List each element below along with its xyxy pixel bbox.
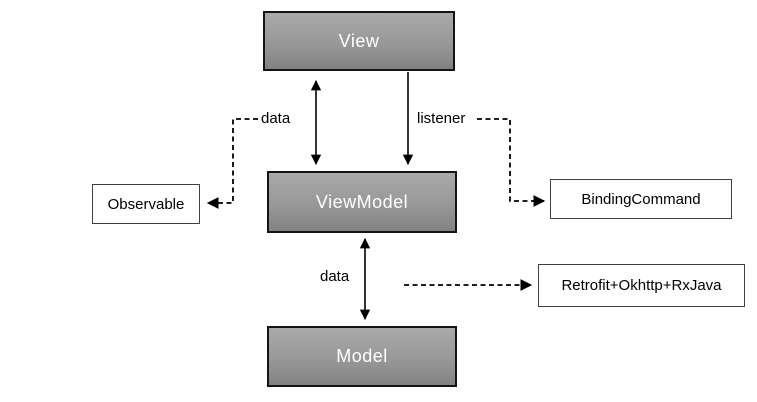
node-view: View: [263, 11, 455, 71]
node-bindingcommand: BindingCommand: [550, 179, 732, 219]
node-observable: Observable: [92, 184, 200, 224]
listener-to-bindingcommand-dashed-arrow: [477, 118, 546, 207]
node-retrofit-label: Retrofit+Okhttp+RxJava: [561, 277, 722, 294]
node-viewmodel-label: ViewModel: [315, 191, 409, 212]
data-to-observable-dashed-arrow: [206, 118, 258, 209]
edge-label-data-observable: data: [261, 110, 291, 127]
node-observable-label: Observable: [107, 195, 185, 213]
edge-label-data-model: data: [320, 268, 350, 285]
node-viewmodel: ViewModel: [267, 171, 457, 233]
node-view-label: View: [338, 30, 380, 51]
node-model: Model: [267, 326, 457, 387]
node-bindingcommand-label: BindingCommand: [581, 190, 701, 208]
edge-label-listener: listener: [417, 110, 466, 127]
node-model-label: Model: [336, 346, 388, 366]
node-retrofit: Retrofit+Okhttp+RxJava: [538, 264, 745, 307]
